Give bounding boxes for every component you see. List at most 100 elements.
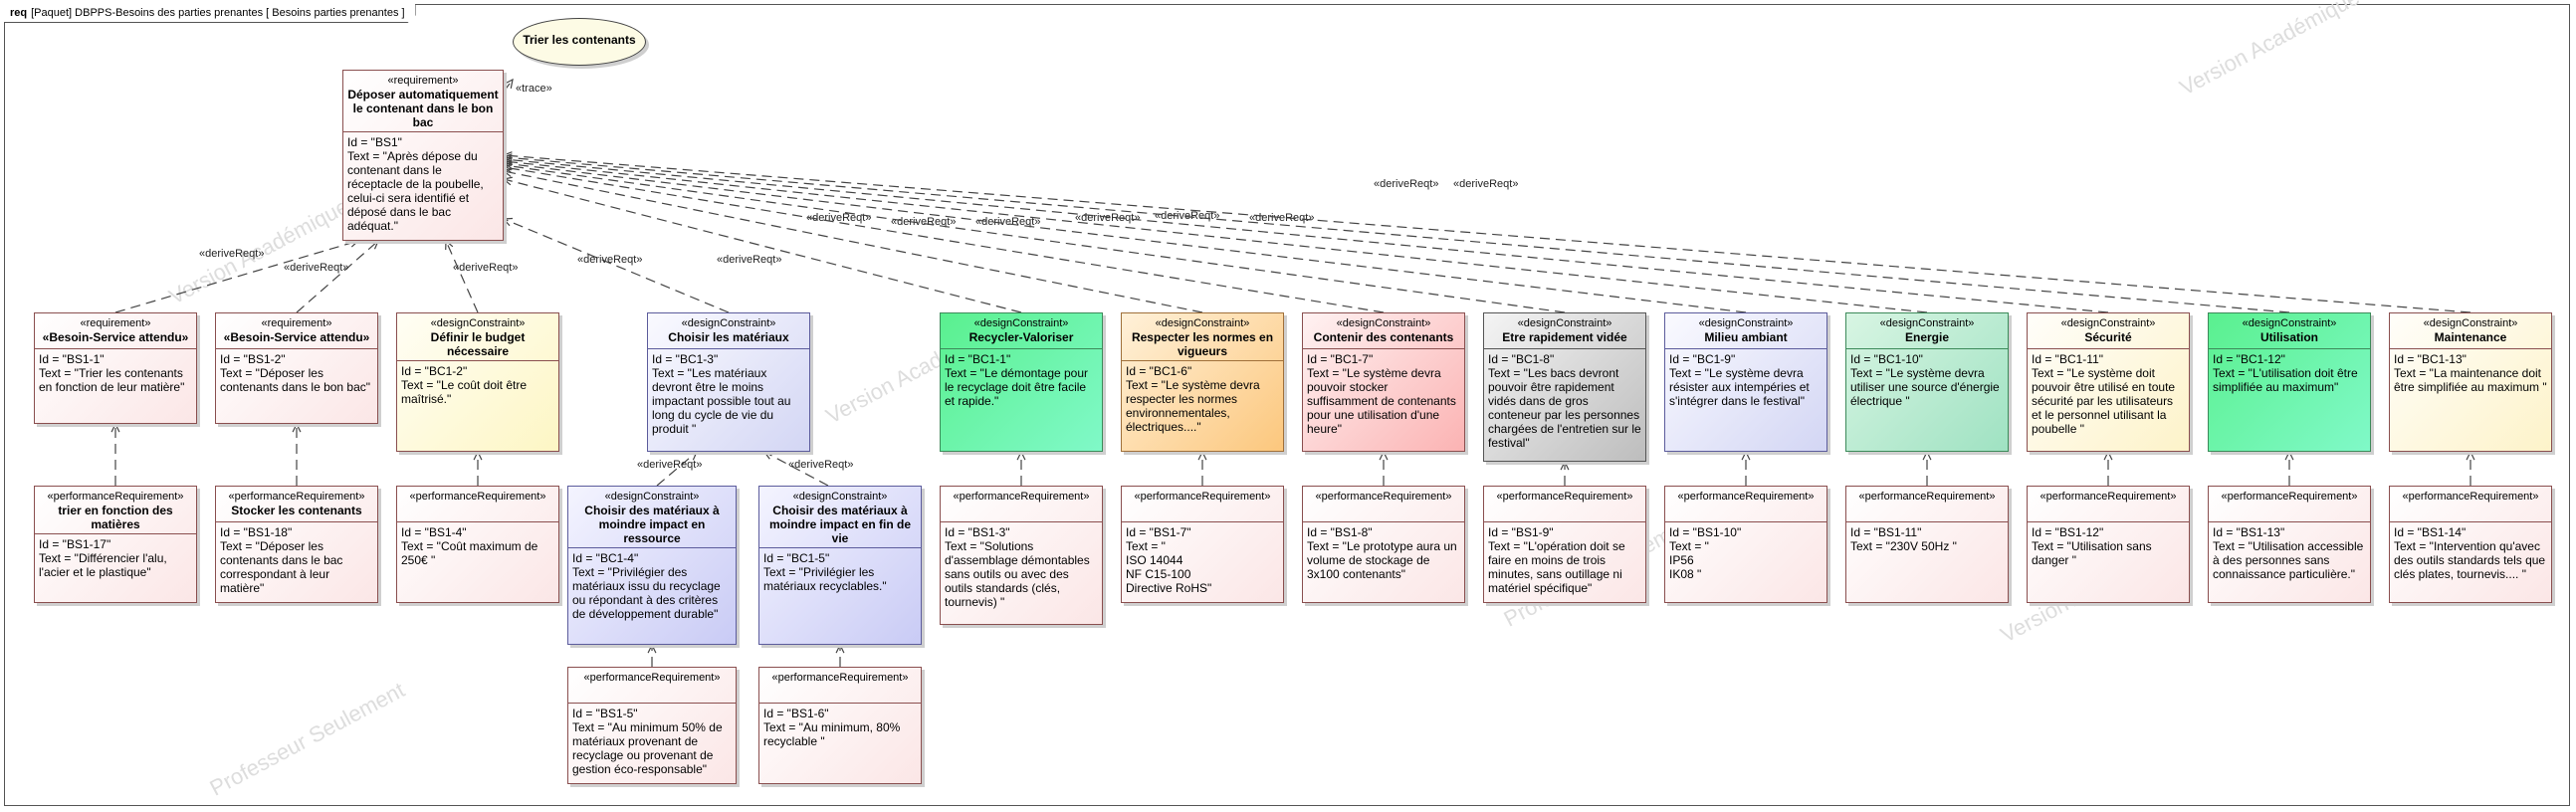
requirement-box-bc1-7[interactable]: «designConstraint»Contenir des contenant… [1302,312,1465,452]
requirement-id: Id = "BS1-8" [1307,525,1373,539]
requirement-header: «performanceRequirement» [1484,487,1645,522]
requirement-name: Stocker les contenants [231,504,362,517]
link-arrowhead [473,450,483,461]
requirement-body: Id = "BC1-7"Text = "Le système devra pou… [1303,349,1464,439]
derive-link [503,154,2471,313]
requirement-id: Id = "BC1-11" [2032,352,2103,366]
derive-link [503,178,1022,313]
requirement-box-bs1-1[interactable]: «requirement»«Besoin-Service attendu»Id … [34,312,197,424]
requirement-body: Id = "BS1-4"Text = "Coût maximum de 250€… [397,522,558,570]
requirement-text: Text = "Utilisation accessible à des per… [2213,539,2367,581]
requirement-header: «performanceRequirement»trier en fonctio… [35,487,196,534]
link-label: «deriveReqt» [1155,210,1219,222]
requirement-name: Maintenance [2434,330,2507,344]
requirement-text: Text = "Privilégier les matériaux recycl… [763,565,887,593]
requirement-box-p-bs1-10[interactable]: «performanceRequirement»Id = "BS1-10"Tex… [1664,486,1827,603]
requirement-body: Id = "BC1-10"Text = "Le système devra ut… [1846,349,2008,411]
requirement-id: Id = "BC1-13" [2394,352,2467,366]
requirement-name: Etre rapidement vidée [1502,330,1627,344]
requirement-box-p-bs1-13[interactable]: «performanceRequirement» Id = "BS1-13"Tex… [2208,486,2371,603]
link-label: «deriveReqt» [284,262,348,274]
use-case-trier-les-contenants[interactable]: Trier les contenants [513,18,646,66]
stereotype: «performanceRequirement» [2039,491,2177,503]
stereotype: «performanceRequirement» [953,491,1090,503]
requirement-body: Id = "BC1-3"Text = "Les matériaux devron… [648,349,809,439]
stereotype: «designConstraint» [2423,317,2518,329]
derive-link [114,240,359,313]
requirement-text: Text = "Le système devra résister aux in… [1669,366,1814,408]
link-arrowhead [1922,450,1932,461]
derive-link [763,451,829,487]
requirement-body: Id = "BC1-2"Text = "Le coût doit être ma… [397,361,558,409]
requirement-text: Text = "Le système devra respecter les n… [1126,378,1263,434]
link-arrowhead [502,217,514,227]
requirement-text: Text = "Les bacs devront pouvoir être ra… [1488,366,1645,450]
requirement-id: Id = "BS1-13" [2213,525,2285,539]
stereotype: «requirement» [80,317,151,329]
requirement-box-p-bs1-6[interactable]: «performanceRequirement»Id = "BS1-6"Text… [758,667,922,784]
requirement-box-bc1-2[interactable]: «designConstraint»Définir le budget néce… [396,312,559,452]
requirement-box-p-bs1-14[interactable]: «performanceRequirement»Id = "BS1-14"Tex… [2389,486,2552,603]
requirement-name: Respecter les normes en vigueurs [1131,330,1274,358]
requirement-box-p-bs1-7[interactable]: «performanceRequirement»Id = "BS1-7"Text… [1121,486,1284,603]
requirement-body: Id = "BC1-5"Text = "Privilégier les maté… [759,548,921,596]
requirement-text: Text = "Le prototype aura un volume de s… [1307,539,1461,581]
link-label: «deriveReqt» [788,459,853,471]
stereotype: «requirement» [261,317,332,329]
derive-link [503,160,1928,313]
stereotype: «designConstraint» [1698,317,1794,329]
requirement-text: Text = "Au minimum 50% de matériaux prov… [572,720,726,776]
requirement-box-p-bs1-11[interactable]: «performanceRequirement»Id = "BS1-11"Tex… [1845,486,2009,603]
requirement-box-bc1-6[interactable]: «designConstraint»Respecter les normes e… [1121,312,1284,452]
derive-link [503,164,1566,313]
requirement-box-bs1-2[interactable]: «requirement»«Besoin-Service attendu»Id … [215,312,378,424]
requirement-body: Id = "BS1-17"Text = "Différencier l'alu,… [35,534,196,582]
requirement-box-p-bs1-12[interactable]: «performanceRequirement»Id = "BS1-12"Tex… [2027,486,2190,603]
requirement-body: Id = "BC1-11"Text = "Le système doit pou… [2028,349,2189,439]
requirement-box-bc1-5[interactable]: «designConstraint»Choisir des matériaux … [758,486,922,645]
requirement-box-p-bs1-5[interactable]: «performanceRequirement»Id = "BS1-5"Text… [567,667,737,784]
requirement-box-bs1[interactable]: «requirement»Déposer automatiquement le … [342,70,504,241]
stereotype: «designConstraint» [430,317,526,329]
requirement-header: «performanceRequirement» [1122,487,1283,522]
requirement-name: Définir le budget nécessaire [430,330,526,358]
stereotype: «designConstraint» [604,491,700,503]
requirement-header: «performanceRequirement» [2390,487,2551,522]
requirement-header: «designConstraint»Choisir des matériaux … [568,487,736,548]
requirement-id: Id = "BS1-6" [763,707,829,720]
requirement-header: «performanceRequirement» [2209,487,2370,522]
requirement-box-p-bs1-8[interactable]: «performanceRequirement» Id = "BS1-8"Text… [1302,486,1465,603]
requirement-box-p-bs1-3[interactable]: «performanceRequirement»Id = "BS1-3"Text… [940,486,1103,625]
requirement-box-bs1-17[interactable]: «performanceRequirement»trier en fonctio… [34,486,197,603]
link-label: «deriveReqt» [975,216,1040,228]
stereotype: «designConstraint» [792,491,888,503]
requirement-box-p-bs1-9[interactable]: «performanceRequirement»Id = "BS1-9"Text… [1483,486,1646,603]
derive-link [503,218,730,313]
requirement-text: Text = "Le démontage pour le recyclage d… [945,366,1092,408]
requirement-id: Id = "BC1-4" [572,551,639,565]
requirement-text: Text = "Le coût doit être maîtrisé." [401,378,531,406]
requirement-box-bs1-18[interactable]: «performanceRequirement»Stocker les cont… [215,486,378,603]
requirement-name: Energie [1904,330,1949,344]
link-label: «deriveReqt» [199,248,264,260]
requirement-text: Text = "230V 50Hz " [1850,539,1957,553]
requirement-id: Id = "BS1-4" [401,525,467,539]
requirement-box-p-bs1-4[interactable]: «performanceRequirement» Id = "BS1-4"Text… [396,486,559,603]
requirement-body: Id = "BC1-9"Text = "Le système devra rés… [1665,349,1826,411]
requirement-box-bc1-13[interactable]: «designConstraint»Maintenance Id = "BC1-1… [2389,312,2552,452]
requirement-body: Id = "BS1-6"Text = "Au minimum, 80% recy… [759,704,921,751]
requirement-id: Id = "BC1-7" [1307,352,1374,366]
requirement-header: «performanceRequirement» [941,487,1102,522]
link-arrowhead [502,163,513,173]
requirement-box-bc1-4[interactable]: «designConstraint»Choisir des matériaux … [567,486,737,645]
stereotype: «performanceRequirement» [409,491,546,503]
requirement-header: «performanceRequirement» [1303,487,1464,522]
